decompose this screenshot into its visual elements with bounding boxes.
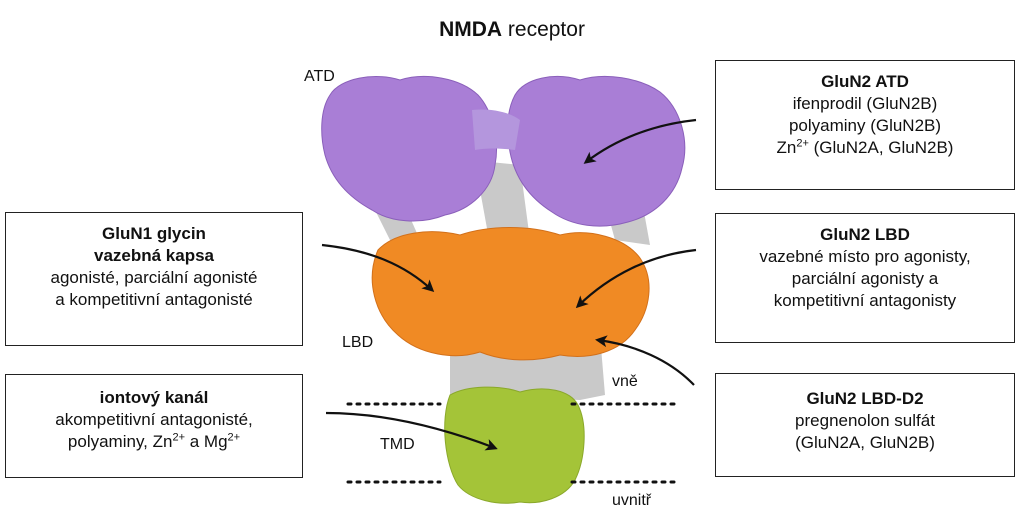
figure-title: NMDA receptor: [0, 18, 1024, 42]
title-bold: NMDA: [439, 18, 503, 41]
glun2-atd-line1: ifenprodil (GluN2B): [792, 94, 938, 113]
label-lbd: LBD: [342, 334, 374, 351]
arrow-glun2-lbd: [575, 248, 697, 309]
glun2-d2-heading: GluN2 LBD-D2: [806, 389, 924, 408]
label-atd: ATD: [304, 68, 335, 85]
glun2-atd-line2: polyaminy (GluN2B): [788, 116, 942, 135]
channel-line1: akompetitivní antagonisté,: [55, 410, 253, 429]
label-tmd: TMD: [380, 436, 415, 453]
glun2-d2-line1: pregnenolon sulfát: [795, 411, 935, 430]
box-glun2-d2: GluN2 LBD-D2 pregnenolon sulfát (GluN2A,…: [715, 373, 1015, 477]
glun1-line1: agonisté, parciální agonisté: [50, 268, 258, 287]
box-glun2-lbd: GluN2 LBD vazebné místo pro agonisty, pa…: [715, 213, 1015, 343]
glun2-atd-line3: Zn2+ (GluN2A, GluN2B): [776, 137, 954, 157]
arrow-channel: [325, 411, 498, 451]
glun1-heading1: GluN1 glycin: [102, 224, 206, 243]
arrow-glun2-atd: [583, 118, 697, 164]
channel-heading: iontový kanál: [99, 388, 209, 407]
arrow-glun2-d2: [595, 335, 695, 386]
glun2-lbd-line1: vazebné místo pro agonisty,: [759, 247, 971, 266]
glun1-line2: a kompetitivní antagonisté: [55, 290, 253, 309]
glun1-heading2: vazebná kapsa: [93, 246, 214, 265]
atd-domain-shape: [321, 75, 686, 227]
box-glun1: GluN1 glycin vazebná kapsa agonisté, par…: [5, 212, 303, 346]
arrow-glun1: [321, 243, 435, 293]
label-inside: uvnitř: [612, 492, 652, 509]
glun2-d2-line2: (GluN2A, GluN2B): [795, 433, 935, 452]
tmd-domain-shape: [444, 386, 585, 504]
glun2-lbd-line2: parciální agonisty a: [791, 269, 939, 288]
title-rest: receptor: [502, 18, 585, 41]
channel-line2: polyaminy, Zn2+ a Mg2+: [67, 431, 241, 451]
label-outside: vně: [612, 373, 638, 390]
lbd-domain-shape: [371, 227, 650, 361]
membrane-lines: [346, 402, 682, 484]
arrows: [321, 118, 697, 451]
glun2-lbd-heading: GluN2 LBD: [820, 225, 910, 244]
box-glun2-atd: GluN2 ATD ifenprodil (GluN2B) polyaminy …: [715, 60, 1015, 190]
box-ion-channel: iontový kanál akompetitivní antagonisté,…: [5, 374, 303, 478]
glun2-lbd-line3: kompetitivní antagonisty: [773, 291, 957, 310]
glun2-atd-heading: GluN2 ATD: [821, 72, 909, 91]
